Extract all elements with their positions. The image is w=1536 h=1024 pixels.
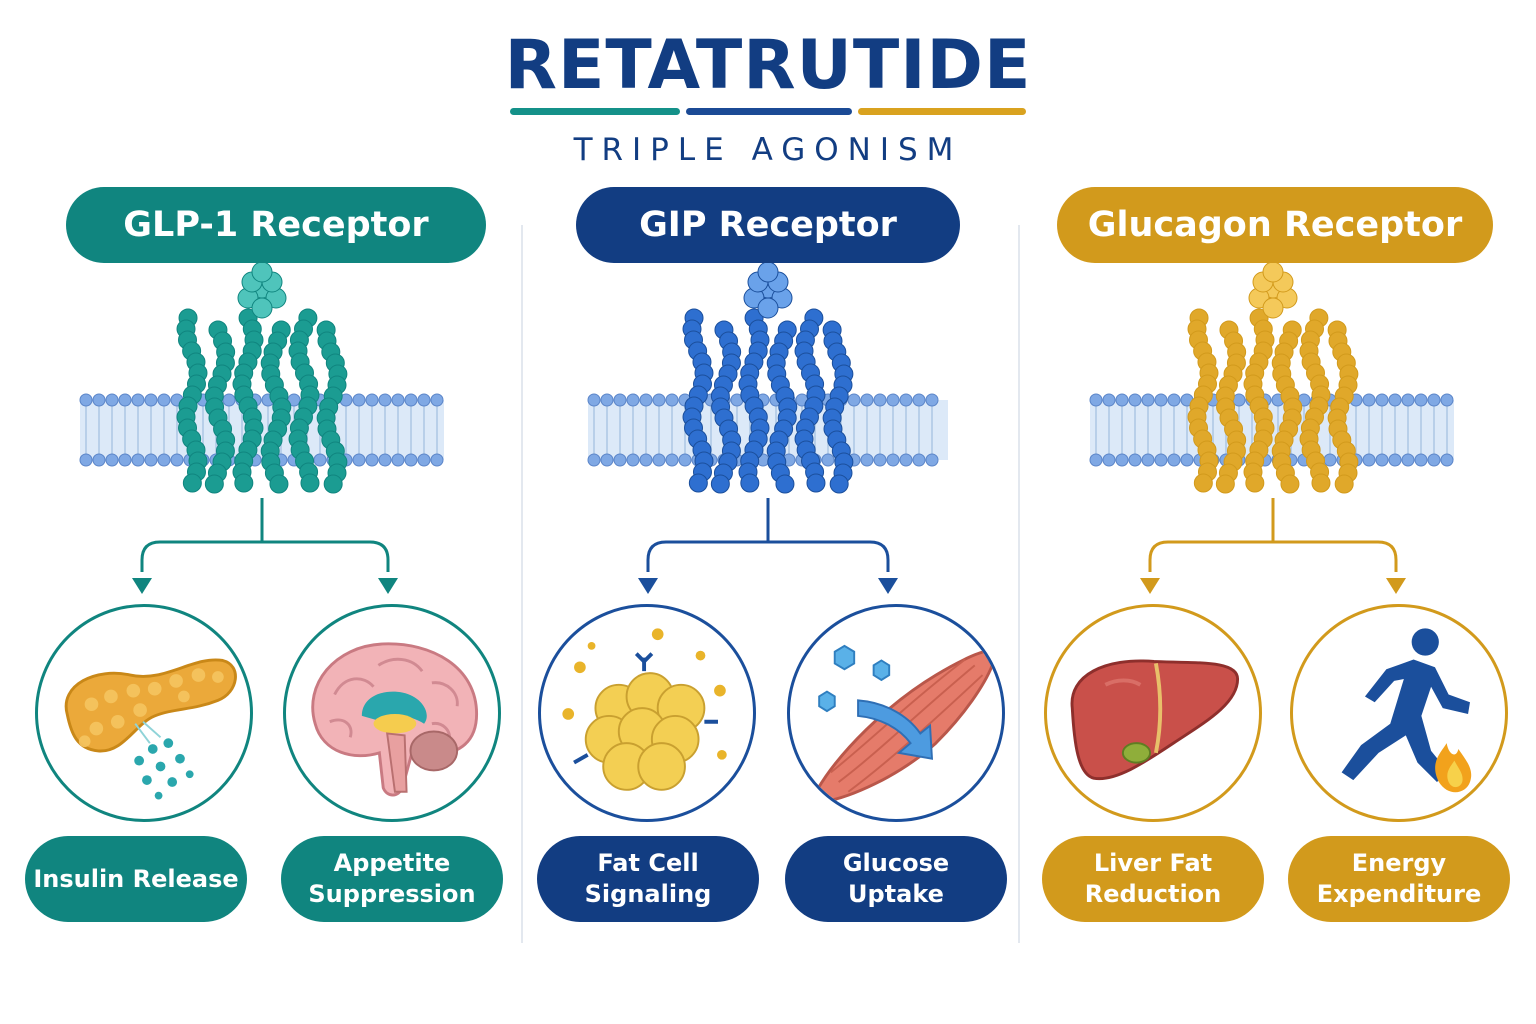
- liver-fat-reduction-line-1: Liver Fat: [1093, 849, 1213, 877]
- glp1-connector-branch: [140, 540, 390, 572]
- muscle-circle: [787, 604, 1005, 822]
- column-divider-left: [521, 225, 523, 943]
- brain-icon: [311, 642, 479, 797]
- insulin-release-line-1: Insulin Release: [33, 864, 239, 893]
- fat-cell-signaling-line-1: Fat Cell: [597, 849, 699, 877]
- page-subtitle: TRIPLE AGONISM: [573, 132, 963, 168]
- glucose-uptake-line-2: Uptake: [848, 880, 944, 908]
- glucagon-receptor-label: Glucagon Receptor: [1057, 187, 1493, 263]
- glp1-arrow-left: [132, 578, 152, 594]
- energy-expenditure-line-1: Energy: [1351, 849, 1447, 877]
- appetite-suppression-label: Appetite Suppression: [281, 836, 503, 922]
- gip-receptor-label: GIP Receptor: [576, 187, 960, 263]
- column-divider-right: [1018, 225, 1020, 943]
- glucagon-arrow-right: [1386, 578, 1406, 594]
- muscle-icon: [815, 644, 994, 804]
- fat-cell-circle: [538, 604, 756, 822]
- glucagon-connector-branch: [1148, 540, 1398, 572]
- glucagon-arrow-left: [1140, 578, 1160, 594]
- gip-arrow-left: [638, 578, 658, 594]
- brain-circle: [283, 604, 501, 822]
- pancreas-icon: [64, 658, 237, 800]
- fat-cell-signaling-label: Fat Cell Signaling: [537, 836, 759, 922]
- title-bar-blue: [686, 108, 852, 115]
- liver-fat-reduction-label: Liver Fat Reduction: [1042, 836, 1264, 922]
- glp1-arrow-right: [378, 578, 398, 594]
- energy-expenditure-label: Energy Expenditure: [1288, 836, 1510, 922]
- glucose-uptake-label: Glucose Uptake: [785, 836, 1007, 922]
- page-title: RETATRUTIDE: [504, 26, 1032, 105]
- running-person-icon: [1341, 628, 1472, 793]
- glp1-receptor-label: GLP-1 Receptor: [66, 187, 486, 263]
- pancreas-circle: [35, 604, 253, 822]
- glucose-uptake-line-1: Glucose: [842, 849, 950, 877]
- title-bar-teal: [510, 108, 680, 115]
- appetite-suppression-line-1: Appetite: [333, 849, 451, 877]
- liver-fat-reduction-line-2: Reduction: [1084, 880, 1222, 908]
- appetite-suppression-line-2: Suppression: [308, 880, 476, 908]
- fat-cell-icon: [562, 628, 727, 791]
- energy-expenditure-line-2: Expenditure: [1316, 880, 1482, 908]
- liver-icon: [1070, 659, 1240, 781]
- gip-connector-branch: [646, 540, 890, 572]
- insulin-release-label: Insulin Release: [25, 836, 247, 922]
- gip-arrow-right: [878, 578, 898, 594]
- fat-cell-signaling-line-2: Signaling: [584, 880, 712, 908]
- liver-circle: [1044, 604, 1262, 822]
- running-person-circle: [1290, 604, 1508, 822]
- title-bar-gold: [858, 108, 1026, 115]
